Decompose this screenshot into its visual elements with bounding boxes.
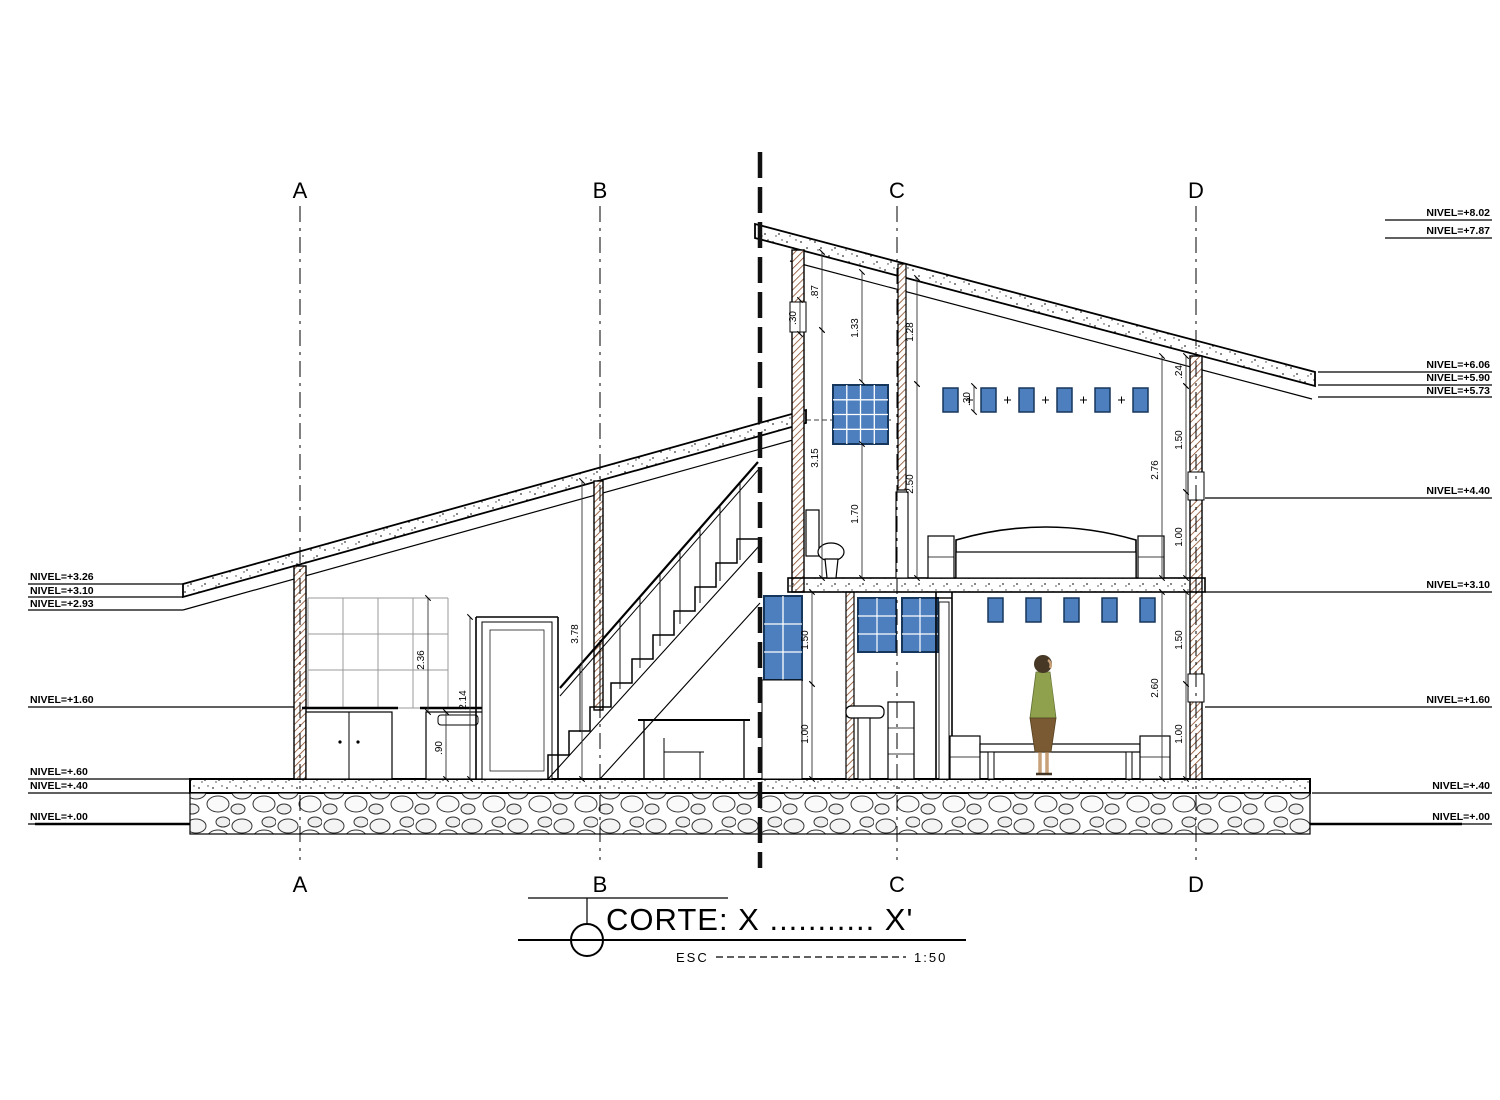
grid-label-b-bottom: B bbox=[593, 872, 608, 897]
level-annotations-left bbox=[28, 583, 294, 825]
dim-lower-left-a: 1.50 bbox=[800, 630, 811, 650]
right-building bbox=[754, 222, 1316, 780]
dim-roof-edge: .24 bbox=[1174, 365, 1185, 379]
grid-label-d-bottom: D bbox=[1188, 872, 1204, 897]
bench-lower bbox=[949, 735, 1171, 780]
dimension-lines bbox=[424, 248, 1190, 783]
dim-tiles-height: 2.36 bbox=[416, 650, 427, 670]
dim-upper-offset-b: .30 bbox=[788, 311, 799, 325]
dim-upper-clear-c: 2.50 bbox=[905, 474, 916, 494]
dim-counter-height: .90 bbox=[434, 741, 445, 755]
dim-upper-window-b: 1.28 bbox=[905, 322, 916, 342]
wall-b bbox=[593, 480, 604, 711]
clerestory-windows-lower bbox=[987, 597, 1156, 623]
level-labels-right: NIVEL=+8.02 NIVEL=+7.87 NIVEL=+6.06 NIVE… bbox=[1426, 207, 1490, 823]
level-labels-left: NIVEL=+3.26 NIVEL=+3.10 NIVEL=+2.93 NIVE… bbox=[30, 571, 94, 823]
dim-upper-right-clear: 2.76 bbox=[1150, 460, 1161, 480]
window-tick-marks bbox=[966, 396, 1125, 404]
level-label-left-4: NIVEL=+.60 bbox=[30, 766, 88, 778]
dim-left-clear: 3.78 bbox=[570, 624, 581, 644]
level-label-left-5: NIVEL=+.40 bbox=[30, 780, 88, 792]
grid-label-d-top: D bbox=[1188, 178, 1204, 203]
right-roof-ceiling-line bbox=[789, 260, 1313, 400]
title-block: CORTE: X ........... X' ESC 1:50 bbox=[518, 897, 966, 965]
left-roof-beam bbox=[182, 408, 807, 599]
dim-lower-right-clear: 2.60 bbox=[1150, 678, 1161, 698]
interior-door-left bbox=[475, 616, 559, 780]
dim-upper-right-a: 1.50 bbox=[1174, 430, 1185, 450]
dim-upper-window-a: 1.33 bbox=[850, 318, 861, 338]
dim-lower-right-a: 1.50 bbox=[1174, 630, 1185, 650]
floor-slab bbox=[189, 778, 1311, 794]
level-label-right-5: NIVEL=+4.40 bbox=[1426, 485, 1490, 497]
bed-upper bbox=[927, 526, 1165, 579]
dim-lower-right-b: 1.00 bbox=[1174, 724, 1185, 744]
door-upper bbox=[895, 491, 909, 579]
level-annotations-right bbox=[1205, 219, 1492, 825]
window-tall-lower-left bbox=[761, 595, 803, 780]
level-label-left-6: NIVEL=+.00 bbox=[30, 811, 88, 823]
level-label-right-3: NIVEL=+5.90 bbox=[1426, 372, 1490, 384]
staircase bbox=[547, 538, 761, 780]
toilet-upper bbox=[805, 509, 845, 579]
scale-value: 1:50 bbox=[914, 950, 947, 965]
grid-label-a-top: A bbox=[293, 178, 308, 203]
washbasin-lower bbox=[845, 701, 915, 780]
dim-upper-clear-b: 1.70 bbox=[850, 504, 861, 524]
dim-upper-offset-a: .87 bbox=[810, 285, 821, 299]
scale-label: ESC bbox=[676, 950, 709, 965]
dim-upper-clear-a: 3.15 bbox=[810, 448, 821, 468]
dim-door-height: 2.14 bbox=[458, 690, 469, 710]
stair-railing bbox=[559, 461, 759, 732]
right-roof-beam bbox=[754, 222, 1316, 388]
kitchen-counter bbox=[302, 706, 398, 780]
second-floor-slab bbox=[787, 577, 1206, 593]
drawing-title: CORTE: X ........... X' bbox=[606, 902, 913, 937]
dim-clerestory-height: .30 bbox=[962, 392, 973, 406]
grid-label-a-bottom: A bbox=[293, 872, 308, 897]
level-label-right-6: NIVEL=+3.10 bbox=[1426, 579, 1490, 591]
grid-labels: A B C D A B C D bbox=[293, 178, 1204, 897]
dim-lower-left-b: 1.00 bbox=[800, 724, 811, 744]
level-label-left-2: NIVEL=+2.93 bbox=[30, 598, 94, 610]
left-roof-ceiling-line bbox=[182, 437, 801, 611]
level-label-right-7: NIVEL=+1.60 bbox=[1426, 694, 1490, 706]
level-label-right-0: NIVEL=+8.02 bbox=[1426, 207, 1490, 219]
person-head bbox=[1034, 655, 1052, 673]
level-label-left-1: NIVEL=+3.10 bbox=[30, 585, 94, 597]
grid-label-c-top: C bbox=[889, 178, 905, 203]
dim-upper-right-b: 1.00 bbox=[1174, 527, 1185, 547]
grid-label-c-bottom: C bbox=[889, 872, 905, 897]
person-figure bbox=[1029, 655, 1057, 776]
ground-foundation bbox=[35, 778, 1462, 835]
wall-c-lower bbox=[845, 591, 855, 780]
wall-c-interior bbox=[897, 263, 907, 491]
window-grid-upper bbox=[832, 384, 889, 445]
level-label-right-9: NIVEL=+.00 bbox=[1432, 811, 1490, 823]
clerestory-windows-upper bbox=[942, 387, 1149, 413]
person-skirt bbox=[1029, 717, 1057, 753]
windows-grid-lower bbox=[857, 597, 939, 653]
level-label-left-3: NIVEL=+1.60 bbox=[30, 694, 94, 706]
wall-c-exterior bbox=[791, 249, 805, 593]
dimension-labels: 2.36 2.14 .90 3.78 .87 .30 1.33 1.28 3.1… bbox=[416, 285, 1185, 755]
table-under-stair bbox=[638, 719, 750, 779]
grid-label-b-top: B bbox=[593, 178, 608, 203]
wall-tiles bbox=[307, 597, 449, 709]
grid-lines bbox=[299, 206, 1197, 860]
level-label-right-1: NIVEL=+7.87 bbox=[1426, 225, 1490, 237]
left-building bbox=[182, 408, 807, 780]
level-label-right-4: NIVEL=+5.73 bbox=[1426, 385, 1490, 397]
level-label-right-2: NIVEL=+6.06 bbox=[1426, 359, 1490, 371]
stone-foundation bbox=[189, 792, 1311, 835]
level-label-left-0: NIVEL=+3.26 bbox=[30, 571, 94, 583]
level-label-right-8: NIVEL=+.40 bbox=[1432, 780, 1490, 792]
